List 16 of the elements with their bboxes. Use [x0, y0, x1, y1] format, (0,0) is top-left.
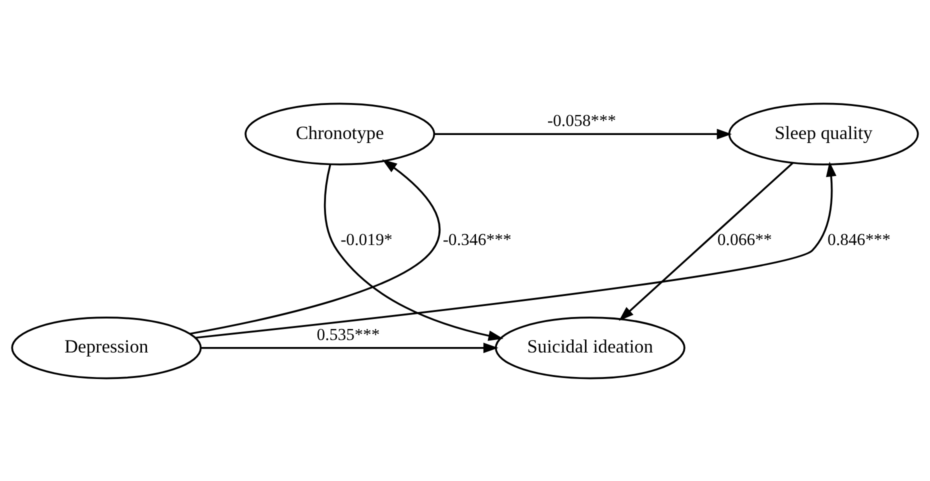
edge-label: -0.058***: [547, 110, 616, 130]
edge-label: -0.346***: [442, 230, 512, 249]
arrow: [190, 158, 440, 334]
arrow: [324, 164, 504, 340]
edge-label: 0.535***: [316, 324, 380, 344]
edge-label: -0.019*: [340, 230, 392, 249]
arrow: [434, 128, 732, 139]
arrow: [195, 161, 836, 338]
edge-label: 0.846***: [828, 230, 891, 249]
node-ellipse: Sleep quality: [728, 102, 919, 165]
edge-label: 0.066**: [717, 230, 772, 249]
node-ellipse: Depression: [11, 316, 202, 379]
arrow: [200, 342, 498, 353]
node-ellipse: Chronotype: [244, 102, 436, 165]
node-ellipse: Suicidal ideation: [494, 316, 686, 379]
arrow: [618, 162, 794, 320]
